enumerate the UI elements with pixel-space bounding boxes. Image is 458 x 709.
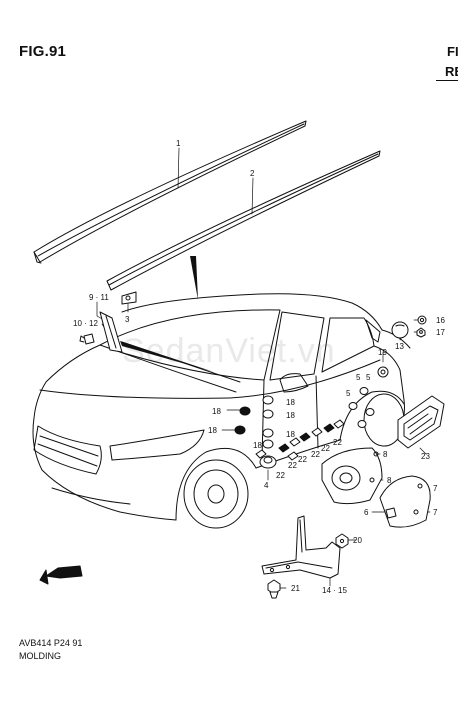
figure-title: FIG.91 (19, 43, 67, 60)
label-part-21: 21 (291, 584, 300, 593)
label-part-7a: 7 (433, 484, 438, 493)
label-part-16: 16 (436, 316, 445, 325)
corner-underline (436, 80, 458, 81)
bolt-21 (267, 579, 281, 599)
clips-22 (278, 419, 345, 461)
label-part-22b: 22 (288, 461, 297, 470)
label-part-22c: 22 (298, 455, 307, 464)
clips-16-17 (416, 315, 427, 338)
label-part-9-11: 9 · 11 (89, 293, 109, 302)
label-part-17: 17 (436, 328, 445, 337)
label-part-5c: 5 (366, 373, 371, 382)
label-part-23: 23 (421, 452, 430, 461)
label-part-13: 13 (395, 342, 404, 351)
pointer-wedge-pillar (120, 341, 214, 372)
label-part-14-15: 14 · 15 (322, 586, 347, 595)
figure-name: MOLDING (19, 651, 62, 661)
forward-arrow-icon: FWD (39, 565, 83, 585)
fuel-housing-8 (321, 447, 383, 505)
plugs-18 (234, 395, 274, 449)
label-part-1: 1 (176, 139, 181, 148)
label-part-18a: 18 (286, 398, 295, 407)
label-part-20: 20 (353, 536, 362, 545)
corner-label-top: FI (447, 44, 458, 59)
splash-bracket-14-15 (261, 515, 341, 579)
label-part-22e: 22 (321, 444, 330, 453)
label-part-4: 4 (264, 481, 269, 490)
fuel-lid-13 (391, 321, 409, 339)
label-part-5a: 5 (356, 373, 361, 382)
fuel-lid-panel-6-7 (379, 475, 431, 528)
figure-code: AVB414 P24 91 (19, 638, 83, 648)
label-part-10-12: 10 · 12 (73, 319, 98, 328)
label-part-2: 2 (250, 169, 255, 178)
rear-garnish-23 (397, 395, 445, 449)
label-part-8b: 8 (387, 476, 392, 485)
roof-molding-1 (33, 120, 307, 264)
label-part-5b: 5 (346, 389, 351, 398)
label-part-22f: 22 (333, 438, 342, 447)
nut-20 (335, 533, 349, 549)
watermark: SedanViet.vn (122, 332, 336, 370)
label-part-18e: 18 (286, 430, 295, 439)
label-part-22a: 22 (276, 471, 285, 480)
label-part-18b: 18 (286, 411, 295, 420)
fwd-label: FWD (63, 568, 81, 577)
pointer-wedge-top (190, 256, 198, 300)
clip-3 (121, 291, 137, 305)
grommet-19 (377, 366, 389, 378)
label-part-18d: 18 (208, 426, 217, 435)
label-part-18f: 18 (253, 441, 262, 450)
label-part-8a: 8 (383, 450, 388, 459)
label-part-7b: 7 (433, 508, 438, 517)
corner-label-ref: RE (445, 64, 458, 79)
pillar-garnish-9-12 (79, 311, 123, 353)
part-number-labels: 1 2 3 4 5 5 5 6 7 7 8 8 9 · 11 10 · 12 1… (73, 139, 445, 595)
plug-4 (255, 449, 277, 469)
label-part-3: 3 (125, 315, 130, 324)
label-part-22d: 22 (311, 450, 320, 459)
label-part-18c: 18 (212, 407, 221, 416)
label-part-19: 19 (378, 348, 387, 357)
label-part-6: 6 (364, 508, 369, 517)
plugs-5 (348, 387, 375, 428)
roof-molding-2 (106, 150, 381, 291)
